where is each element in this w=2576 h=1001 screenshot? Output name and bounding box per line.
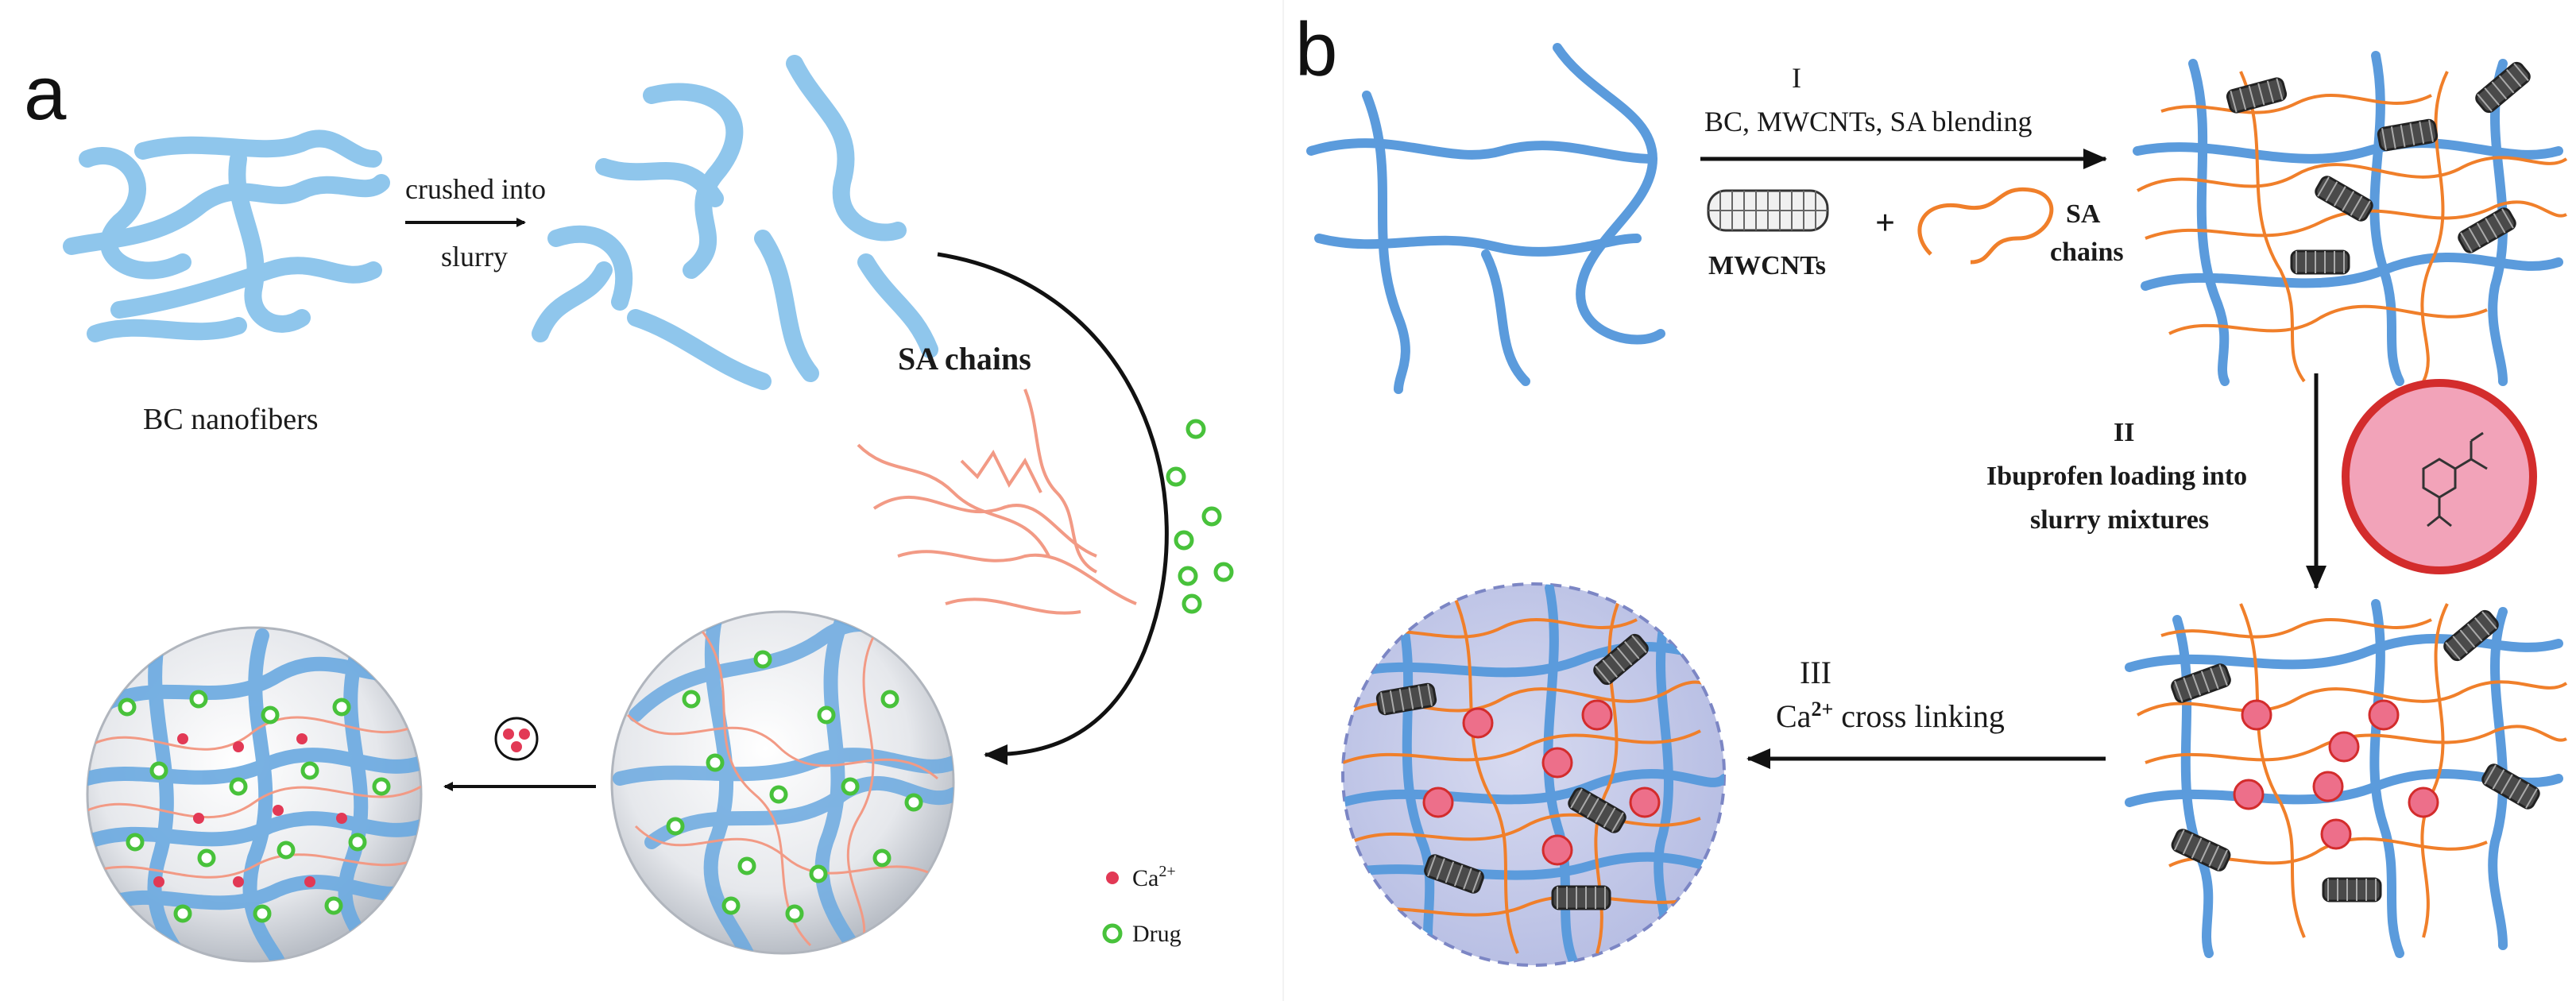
sa-label-line2: chains (2050, 238, 2124, 267)
sa-chains (857, 388, 1137, 615)
plus-sign: + (1875, 203, 1895, 242)
step2-num: II (2114, 418, 2134, 447)
bead-drug-loaded (610, 610, 955, 955)
legend-drug-label: Drug (1132, 921, 1182, 947)
panel-a-letter: a (24, 51, 67, 136)
legend-a: Ca2+ Drug (1102, 863, 1182, 947)
sa-label-line1: SA (2066, 199, 2101, 229)
panel-a: a BC nanofibers crushed into slurry (24, 51, 1234, 963)
drug-loaded-network (2125, 599, 2568, 958)
sa-chains-label: SA chains (898, 341, 1031, 377)
step1-num: I (1792, 62, 1801, 94)
final-bead-b (1341, 582, 1726, 967)
sa-chain-icon (1917, 187, 2054, 265)
legend-ca-label: Ca2+ (1132, 863, 1176, 891)
crushed-fibers (532, 55, 938, 390)
bc-nanofibers-tangle (63, 129, 390, 342)
step3-label: Ca2+ cross linking (1776, 698, 2005, 734)
blended-network (2133, 51, 2568, 386)
step-label-line1: crushed into (405, 173, 546, 205)
drug-dots (1166, 419, 1234, 614)
panel-b-letter: b (1295, 7, 1337, 92)
legend-drug-marker (1102, 923, 1123, 944)
bead-crosslinked (86, 626, 423, 963)
panel-b: b I BC, MWCNTs, SA blending MWCNTs + SA … (1295, 7, 2568, 967)
curved-arrow (937, 252, 1169, 765)
step2-line2: slurry mixtures (2030, 505, 2209, 535)
bc-network (1306, 43, 1665, 394)
step3-num: III (1800, 655, 1831, 690)
step-label-line2: slurry (441, 241, 508, 272)
mwcnts-label: MWCNTs (1708, 251, 1826, 280)
legend-ca-marker (1106, 872, 1119, 884)
step1-label: BC, MWCNTs, SA blending (1704, 106, 2033, 137)
ca-icon (494, 717, 539, 761)
step2-line1: Ibuprofen loading into (1986, 462, 2247, 491)
mwcnt-icon (1707, 189, 1829, 232)
ibuprofen-molecule (2342, 379, 2537, 574)
bc-nanofibers-label: BC nanofibers (143, 403, 319, 436)
